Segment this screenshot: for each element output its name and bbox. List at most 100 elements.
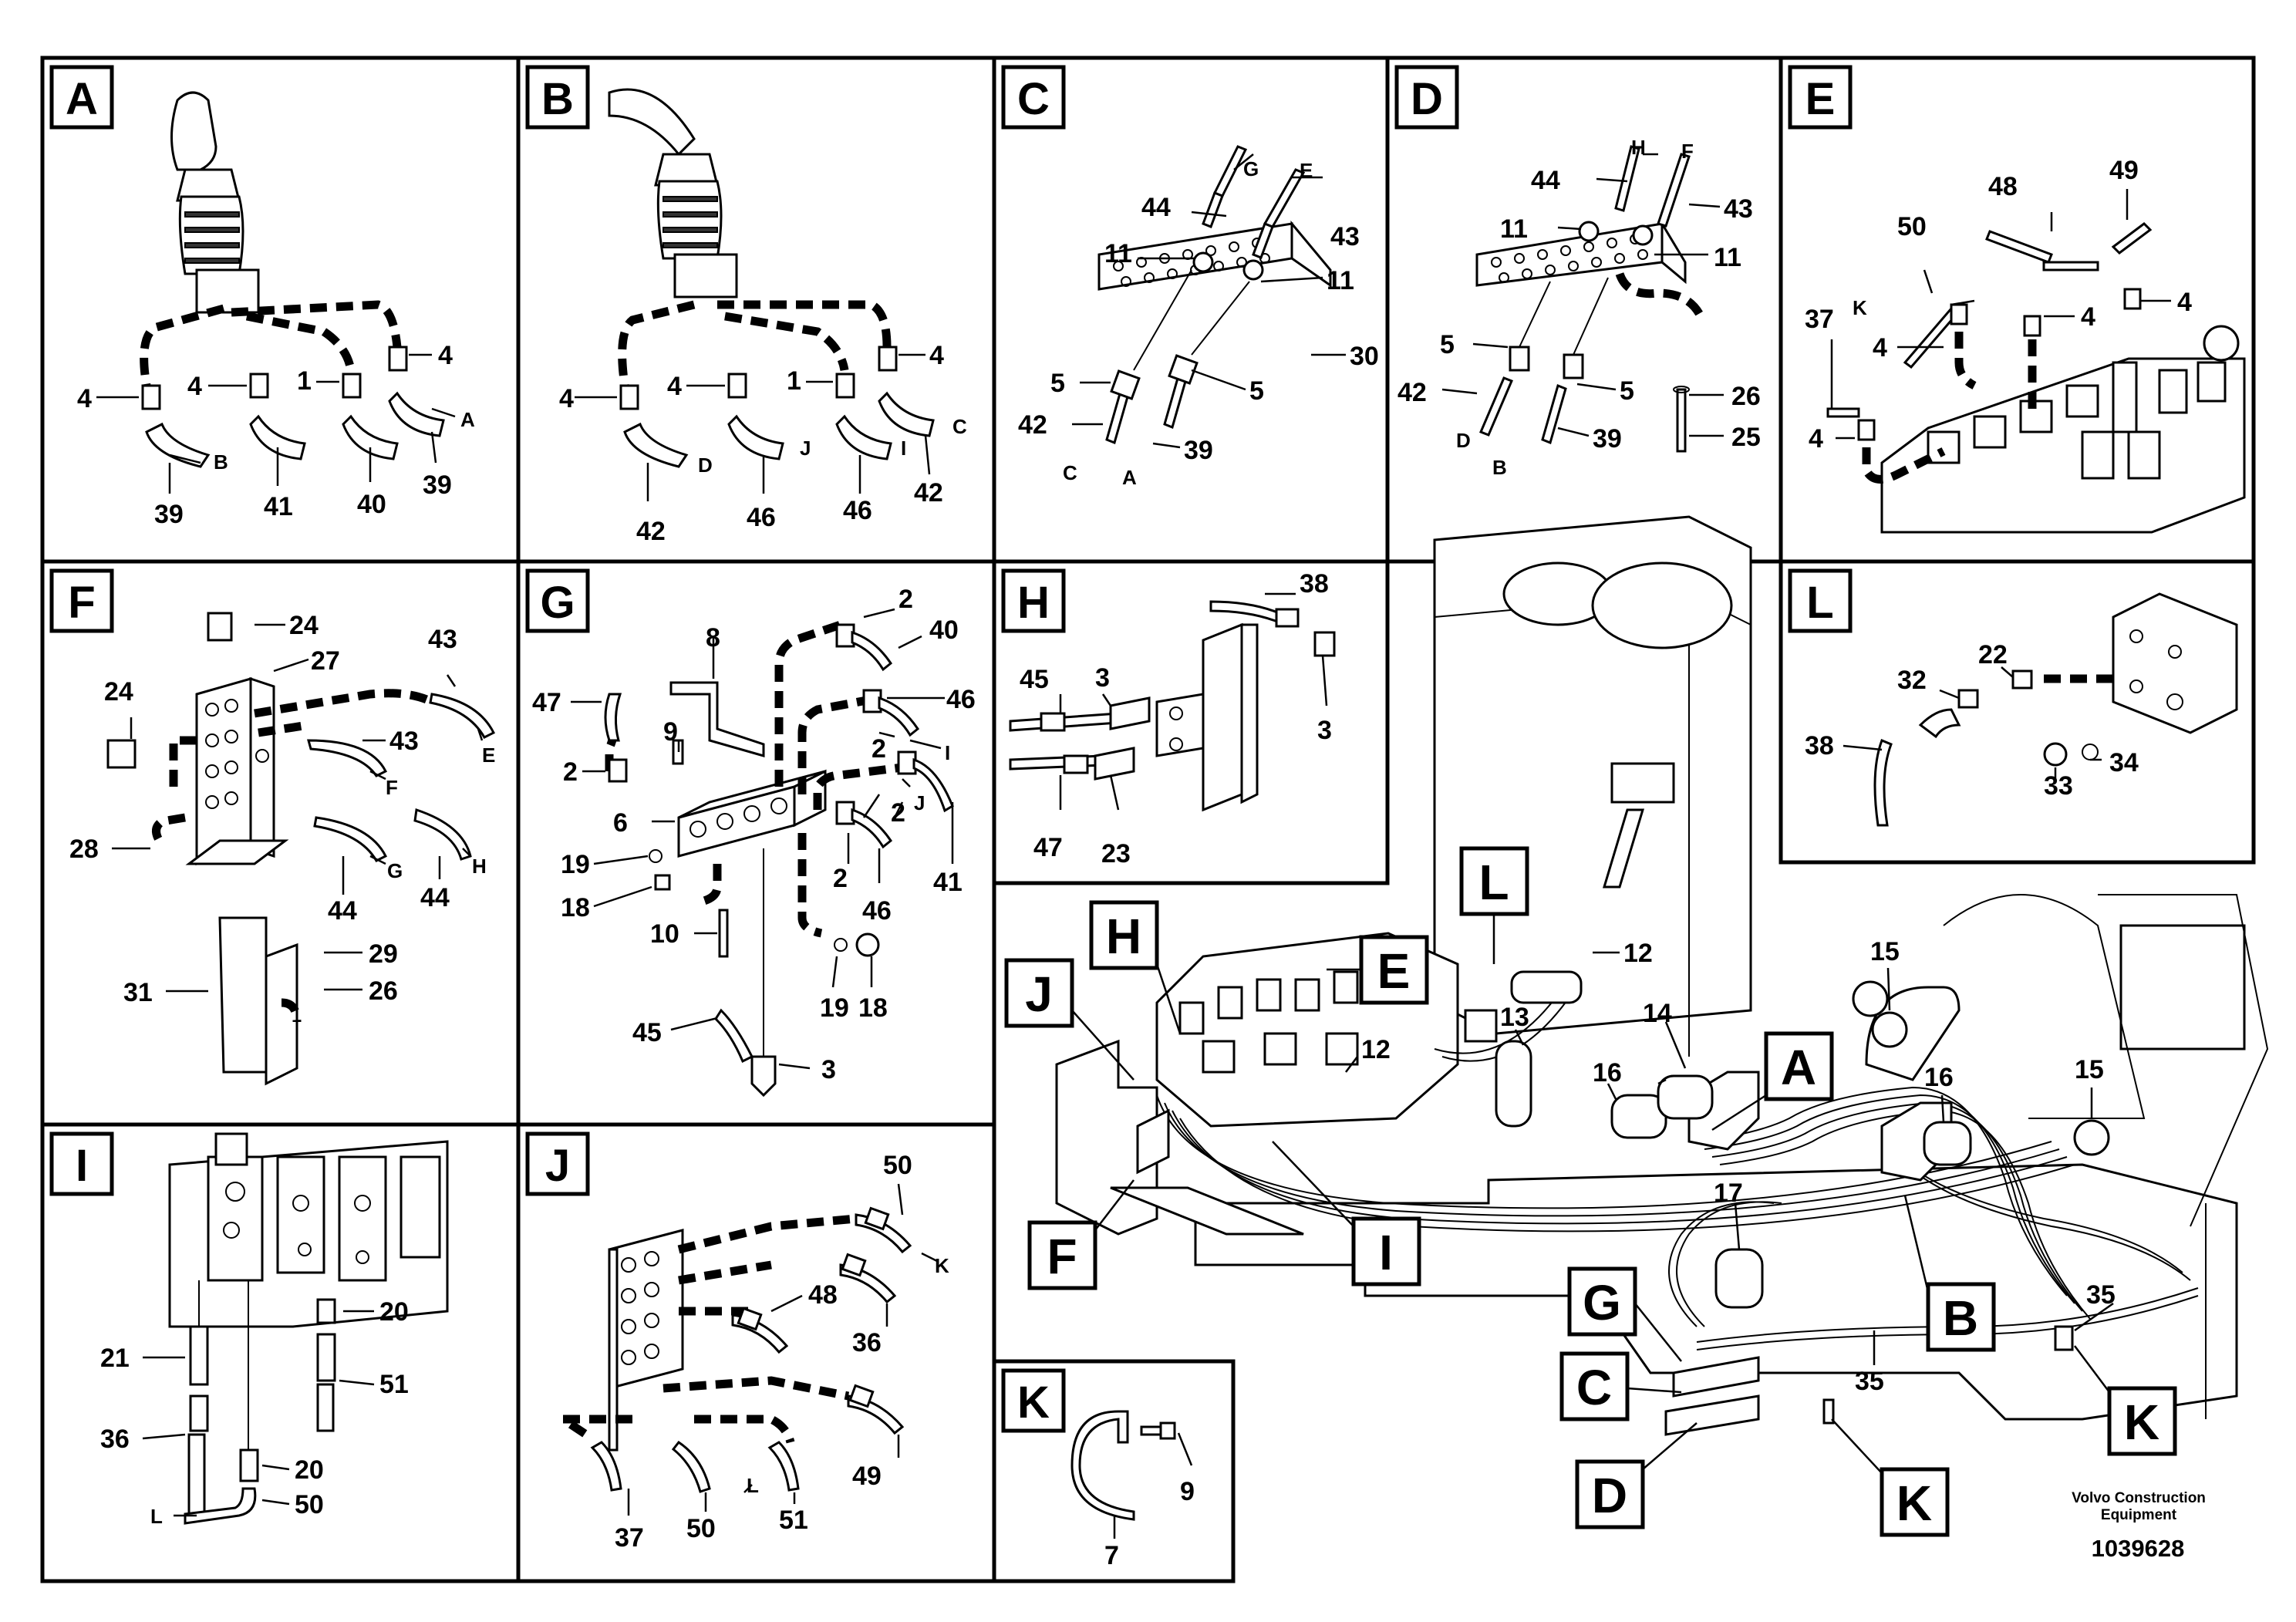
panel-b: B 4 4 1 4 D J I C 42 46 46 42: [525, 65, 967, 546]
part-label: 10: [650, 919, 679, 949]
part-label: G: [1243, 157, 1259, 180]
part-label: F: [386, 776, 398, 799]
part-label: 49: [2109, 156, 2139, 185]
part-label: 46: [843, 496, 872, 525]
callout-letter: G: [1583, 1275, 1621, 1330]
figure-number: 1039628: [2092, 1535, 2185, 1562]
part-label: 25: [1731, 423, 1761, 452]
panel-b-tag: B: [541, 74, 574, 124]
part-label: 4: [2177, 288, 2192, 317]
part-label: 50: [883, 1151, 912, 1180]
part-label: 29: [369, 939, 398, 969]
part-label: 45: [632, 1018, 662, 1047]
panel-c: C 44 G E 43 11 11 30 5: [1001, 65, 1379, 489]
panel-c-tag: C: [1017, 74, 1050, 124]
part-label: 2: [563, 757, 578, 787]
panel-k: K 9 7: [1001, 1368, 1195, 1570]
part-label: 9: [1180, 1477, 1195, 1506]
part-label: 32: [1897, 666, 1927, 695]
part-label: 33: [2044, 771, 2073, 801]
panel-i: I 20 21 51 36 20 L 50: [49, 1131, 449, 1528]
part-label: 4: [2081, 302, 2095, 332]
callout-letter: D: [1592, 1468, 1627, 1523]
part-label: 51: [379, 1370, 409, 1399]
part-label: 11: [1500, 214, 1528, 244]
part-label: 2: [872, 734, 886, 764]
part-label: 4: [187, 372, 202, 401]
part-label: 26: [369, 976, 398, 1006]
part-label: F: [1681, 140, 1694, 163]
part-label: 4: [667, 372, 682, 401]
part-label: 48: [808, 1280, 838, 1310]
panel-a-tag: A: [66, 74, 98, 124]
part-label: E: [1300, 159, 1313, 182]
part-label: 2: [899, 585, 913, 614]
part-label: 47: [1033, 833, 1063, 862]
part-label: 12: [1623, 939, 1653, 968]
part-label: 4: [1809, 424, 1823, 454]
part-label: 22: [1978, 640, 2008, 669]
panel-g: G: [525, 568, 976, 1098]
part-label: 46: [747, 503, 776, 532]
part-label: A: [1122, 466, 1137, 489]
part-label: L: [150, 1505, 163, 1528]
part-label: 14: [1643, 999, 1672, 1028]
part-label: 5: [1050, 369, 1065, 398]
part-label: 3: [821, 1055, 836, 1084]
panel-h-tag: H: [1017, 578, 1050, 628]
callout-letter: H: [1106, 909, 1141, 964]
part-label: 8: [706, 623, 720, 653]
company-name-line1: Volvo Construction: [2072, 1490, 2206, 1506]
part-label: B: [1492, 456, 1507, 479]
callout-letter: J: [1025, 966, 1053, 1022]
part-label: 17: [1714, 1179, 1743, 1208]
part-label: 11: [1714, 243, 1741, 272]
part-label: 20: [379, 1297, 409, 1327]
part-label: 4: [1873, 333, 1887, 363]
panel-e: E 48 49 50 K 4 37 4: [1788, 65, 2246, 534]
part-label: 16: [1593, 1058, 1622, 1088]
part-label: 21: [100, 1344, 130, 1373]
part-label: K: [1853, 296, 1867, 319]
part-label: 36: [100, 1425, 130, 1454]
part-label: 11: [1327, 266, 1354, 295]
part-label: 4: [559, 384, 574, 413]
part-label: 41: [933, 868, 963, 897]
part-label: 35: [1855, 1367, 1884, 1396]
part-label: 3: [1317, 716, 1332, 745]
part-label: 44: [328, 896, 357, 926]
part-label: 15: [1870, 937, 1900, 966]
part-label: 11: [1104, 239, 1132, 268]
callout-letter: F: [1047, 1229, 1077, 1284]
callout-letter: A: [1781, 1040, 1816, 1095]
part-label: 2: [833, 864, 848, 893]
part-label: C: [952, 415, 967, 438]
part-label: 41: [264, 492, 293, 521]
part-label: 43: [1330, 222, 1360, 251]
overview-callouts: L E H J A F I G C D K B K: [1004, 846, 2177, 1537]
part-label: 16: [1924, 1063, 1954, 1092]
part-label: K: [935, 1254, 949, 1277]
machine-overview: [1055, 515, 2269, 1436]
part-label: 36: [852, 1328, 882, 1357]
part-label: 42: [1018, 410, 1047, 440]
part-label: I: [901, 437, 906, 460]
part-label: 5: [1249, 376, 1264, 406]
part-label: 4: [929, 341, 944, 370]
overview-labels: 12 15 14 16 12 13 15 16 17 35 35: [1345, 937, 2116, 1396]
part-label: 35: [2086, 1280, 2116, 1310]
callout-letter: K: [1896, 1475, 1932, 1531]
part-label: 44: [420, 883, 450, 912]
part-label: 6: [613, 808, 628, 838]
part-label: L: [747, 1474, 759, 1497]
part-label: 51: [779, 1506, 808, 1535]
part-label: 43: [428, 625, 457, 654]
part-label: 39: [154, 500, 184, 529]
panel-i-tag: I: [76, 1141, 88, 1191]
part-label: 46: [946, 685, 976, 714]
part-label: E: [482, 744, 495, 767]
part-label: 3: [1095, 663, 1110, 693]
part-label: J: [800, 437, 811, 460]
panel-e-tag: E: [1805, 74, 1836, 124]
part-label: 31: [123, 978, 153, 1007]
